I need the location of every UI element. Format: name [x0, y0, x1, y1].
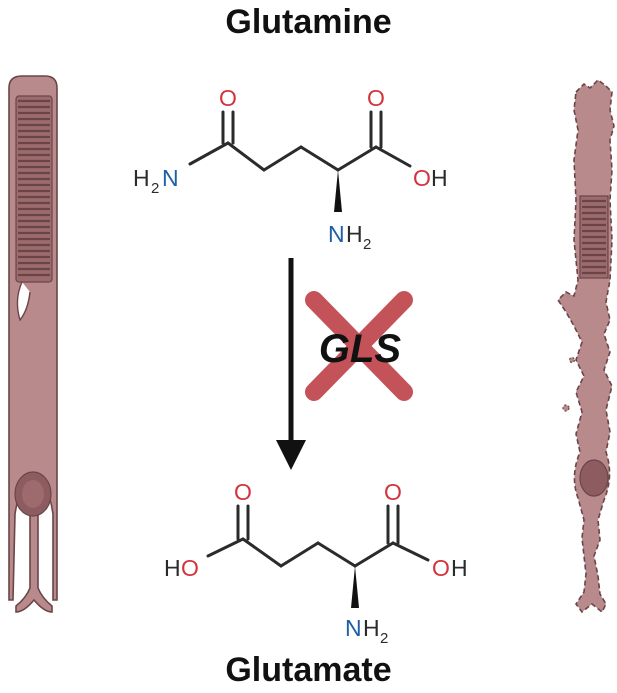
arrow-head: [276, 440, 306, 470]
inhibition-cross: [305, 291, 413, 401]
debris-fragment: [568, 356, 576, 364]
glutamine-amino-n: N: [328, 221, 345, 247]
bond: [279, 541, 320, 568]
glutamine-amide-n: N: [162, 165, 179, 191]
degenerating-disc-stack: [582, 199, 606, 275]
bond: [262, 145, 303, 172]
wedge-bond: [334, 170, 342, 212]
bond: [226, 141, 266, 172]
glutamine-amide-h: H: [133, 165, 150, 191]
degenerating-cell-outline: [556, 78, 615, 614]
glutamine-title: Glutamine: [225, 3, 392, 41]
debris-fragment: [562, 404, 570, 412]
connecting-cilium: [16, 281, 31, 322]
healthy-nucleus-inner: [22, 480, 44, 508]
bond: [316, 541, 357, 568]
glutamate-right-hydroxyl-o: O: [432, 555, 450, 581]
glutamate-oxygen-left: O: [234, 479, 252, 505]
glutamine-oxygen-acid: O: [367, 85, 385, 111]
glutamate-left-hydroxyl-h: H: [164, 555, 181, 581]
glutamine-oxygen-amide: O: [219, 85, 237, 111]
enzyme-label: GLS: [319, 327, 402, 371]
bond: [241, 537, 283, 568]
glutamate-oxygen-right: O: [384, 479, 402, 505]
bond: [188, 141, 230, 166]
glutamate-right-hydroxyl-h: H: [451, 555, 468, 581]
glutamate-amino-h: H: [363, 615, 380, 641]
reaction-arrow: [276, 258, 306, 470]
disc-stack: [18, 99, 50, 277]
bond: [206, 537, 245, 558]
glutamate-title: Glutamate: [225, 651, 392, 689]
glutamine-hydroxyl-o: O: [413, 165, 431, 191]
bond: [353, 541, 395, 568]
glutamine-amide-subscript: 2: [151, 180, 159, 197]
bond: [391, 541, 430, 562]
glutamate-structure: [206, 504, 430, 568]
wedge-bond: [351, 566, 359, 608]
glutamine-amino-h: H: [346, 221, 363, 247]
degenerating-photoreceptor-cell: [556, 78, 615, 614]
glutamine-amino-subscript: 2: [363, 236, 371, 253]
glutamate-amino-n: N: [345, 615, 362, 641]
glutamate-amino-subscript: 2: [380, 630, 388, 647]
bond: [374, 145, 412, 168]
degenerating-nucleus: [579, 459, 609, 497]
glutamine-structure: [188, 110, 412, 172]
glutamine-hydroxyl-h: H: [431, 165, 448, 191]
bond: [336, 145, 378, 172]
healthy-photoreceptor-cell: [8, 75, 58, 613]
glutamate-left-hydroxyl-o: O: [181, 555, 199, 581]
bond: [299, 145, 340, 172]
